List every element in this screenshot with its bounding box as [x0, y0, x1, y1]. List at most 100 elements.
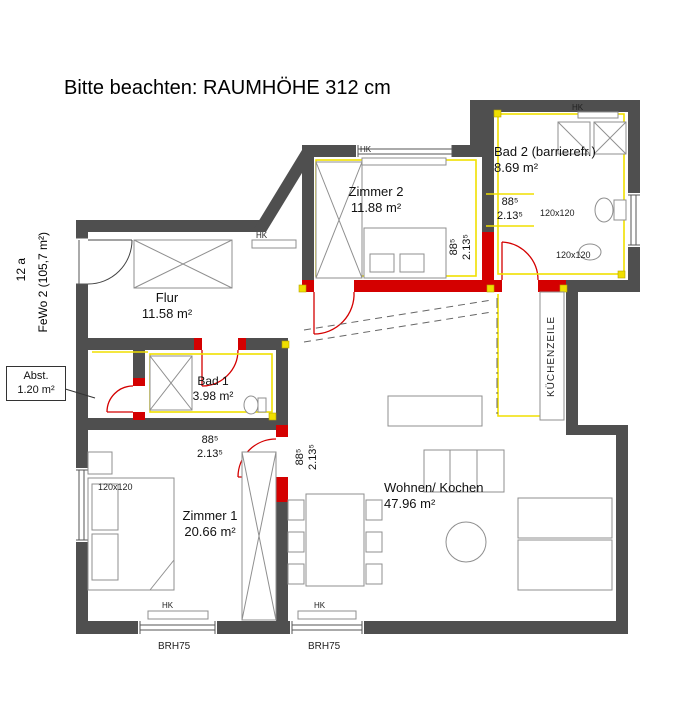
furniture — [87, 111, 627, 621]
sideboard-cross — [133, 239, 233, 289]
sink-bad2 — [578, 243, 602, 261]
kitchen-counter — [539, 291, 565, 421]
radiator-zimmer2 — [361, 157, 447, 166]
radiator-flur — [251, 239, 297, 249]
chair — [365, 531, 383, 553]
page-title: Bitte beachten: RAUMHÖHE 312 cm — [64, 77, 391, 99]
dim-door-bad2: 88⁵ 2.13⁵ — [486, 196, 534, 224]
dim-height: 2.13⁵ — [461, 234, 474, 260]
window-bad2 — [628, 194, 640, 246]
red-wall-bad2-left — [482, 232, 494, 292]
red-wall-zimmer2-south — [354, 280, 494, 292]
sill-label: BRH75 — [158, 641, 191, 652]
red-jamb-zimmer1-bottom — [276, 477, 288, 502]
ceiling-dash-2 — [303, 311, 493, 343]
red-jamb-bad1-left — [194, 338, 202, 350]
dim-door-zimmer1: 88⁵ 2.13⁵ — [294, 444, 320, 470]
services-boxes — [268, 109, 626, 421]
junction-box — [559, 284, 568, 293]
radiator-label: HK — [360, 145, 372, 154]
dashed-guides — [61, 298, 498, 414]
furniture-zimmer1 — [87, 451, 357, 621]
wohnen-name: Wohnen/ Kochen — [384, 480, 484, 495]
abst-pointer-line — [61, 387, 96, 399]
wall-bad2-left — [482, 112, 494, 232]
dim-width: 88⁵ — [201, 434, 219, 446]
wall-diagonal — [252, 150, 316, 232]
dryer-diagonal — [557, 121, 591, 155]
wall-flur-top — [76, 220, 266, 232]
nightstand — [87, 451, 113, 475]
opening-entrance — [76, 238, 88, 284]
window-size-label: 120x120 — [540, 208, 575, 218]
sofa-small — [423, 449, 505, 493]
chair — [287, 499, 305, 521]
junction-box — [298, 284, 307, 293]
dim-height: 2.13⁵ — [307, 444, 320, 470]
zimmer2-name: Zimmer 2 — [348, 184, 404, 199]
pillow — [369, 253, 395, 273]
pillow — [399, 253, 425, 273]
ceiling-dash-1 — [303, 299, 493, 331]
window-zimmer2 — [357, 145, 453, 157]
wardrobe-zimmer2-cross — [315, 161, 363, 279]
opening-door-bad2 — [502, 280, 538, 292]
opening-door-zimmer2 — [314, 280, 354, 292]
radiator-bottom-mid — [297, 610, 357, 620]
wall-step-vertical — [470, 100, 482, 157]
room-label-wohnen: Wohnen/ Kochen 47.96 m² — [384, 480, 484, 513]
toilet-bad2 — [594, 197, 614, 223]
door-swing-entrance — [87, 239, 133, 285]
dim-door-bad1: 88⁵ 2.13⁵ — [186, 434, 234, 462]
wall-bad2-top — [470, 100, 640, 112]
radiator-bad2 — [577, 111, 619, 119]
chair — [365, 563, 383, 585]
pillow — [91, 533, 119, 581]
room-label-flur: Flur 11.58 m² — [112, 290, 222, 323]
chair — [287, 563, 305, 585]
dim-bracket-bad2 — [486, 193, 534, 227]
window-zimmer1 — [76, 469, 88, 541]
sofa-small-divisions — [449, 450, 478, 492]
dim-width: 88⁵ — [294, 448, 306, 466]
junction-box — [268, 412, 277, 421]
wall-step-right — [566, 425, 628, 435]
red-jamb-bad2-right — [538, 280, 566, 292]
window-bottom-mid — [291, 621, 363, 634]
sofa-main — [517, 539, 613, 591]
sofa-chaise — [517, 497, 613, 539]
shower-bad1-cross — [149, 355, 193, 411]
red-jamb-zimmer1-top — [276, 425, 288, 437]
sill-label: BRH75 — [308, 641, 341, 652]
opening-door-abst — [133, 386, 145, 412]
wall-mid-right — [566, 280, 578, 435]
chair — [365, 499, 383, 521]
room-label-zimmer1: Zimmer 1 20.66 m² — [150, 508, 270, 541]
door-swing-zimmer2 — [313, 291, 355, 335]
abst-name: Abst. — [23, 370, 49, 382]
junction-box — [486, 284, 495, 293]
room-label-zimmer2: Zimmer 2 11.88 m² — [306, 184, 446, 217]
unit-number-label: 12 a — [14, 258, 28, 282]
wardrobe-zimmer1-cross — [241, 451, 277, 621]
room-label-bad1: Bad 1 3.98 m² — [168, 374, 258, 404]
wall-zimmer2-left — [302, 157, 314, 292]
opening-door-bad1 — [202, 338, 238, 350]
dim-height: 2.13⁵ — [497, 209, 523, 222]
junction-box — [617, 270, 626, 279]
dim-door-bad2-side: 88⁵ 2.13⁵ — [448, 234, 474, 260]
wohnen-area: 47.96 m² — [384, 496, 436, 512]
zimmer1-area: 20.66 m² — [184, 524, 236, 540]
radiator-label: HK — [572, 103, 584, 112]
zimmer2-area: 11.88 m² — [350, 200, 402, 216]
unit-name-label: FeWo 2 (105,7 m²) — [36, 232, 50, 333]
flur-name: Flur — [155, 290, 179, 305]
wall-bad1-bottom — [88, 418, 288, 430]
opening-window-zimmer1 — [76, 468, 88, 542]
wall-lower-right — [616, 425, 628, 634]
bad1-area: 3.98 m² — [192, 389, 234, 403]
furniture-zimmer2 — [315, 157, 447, 279]
red-jamb-bad1-right — [238, 338, 246, 350]
